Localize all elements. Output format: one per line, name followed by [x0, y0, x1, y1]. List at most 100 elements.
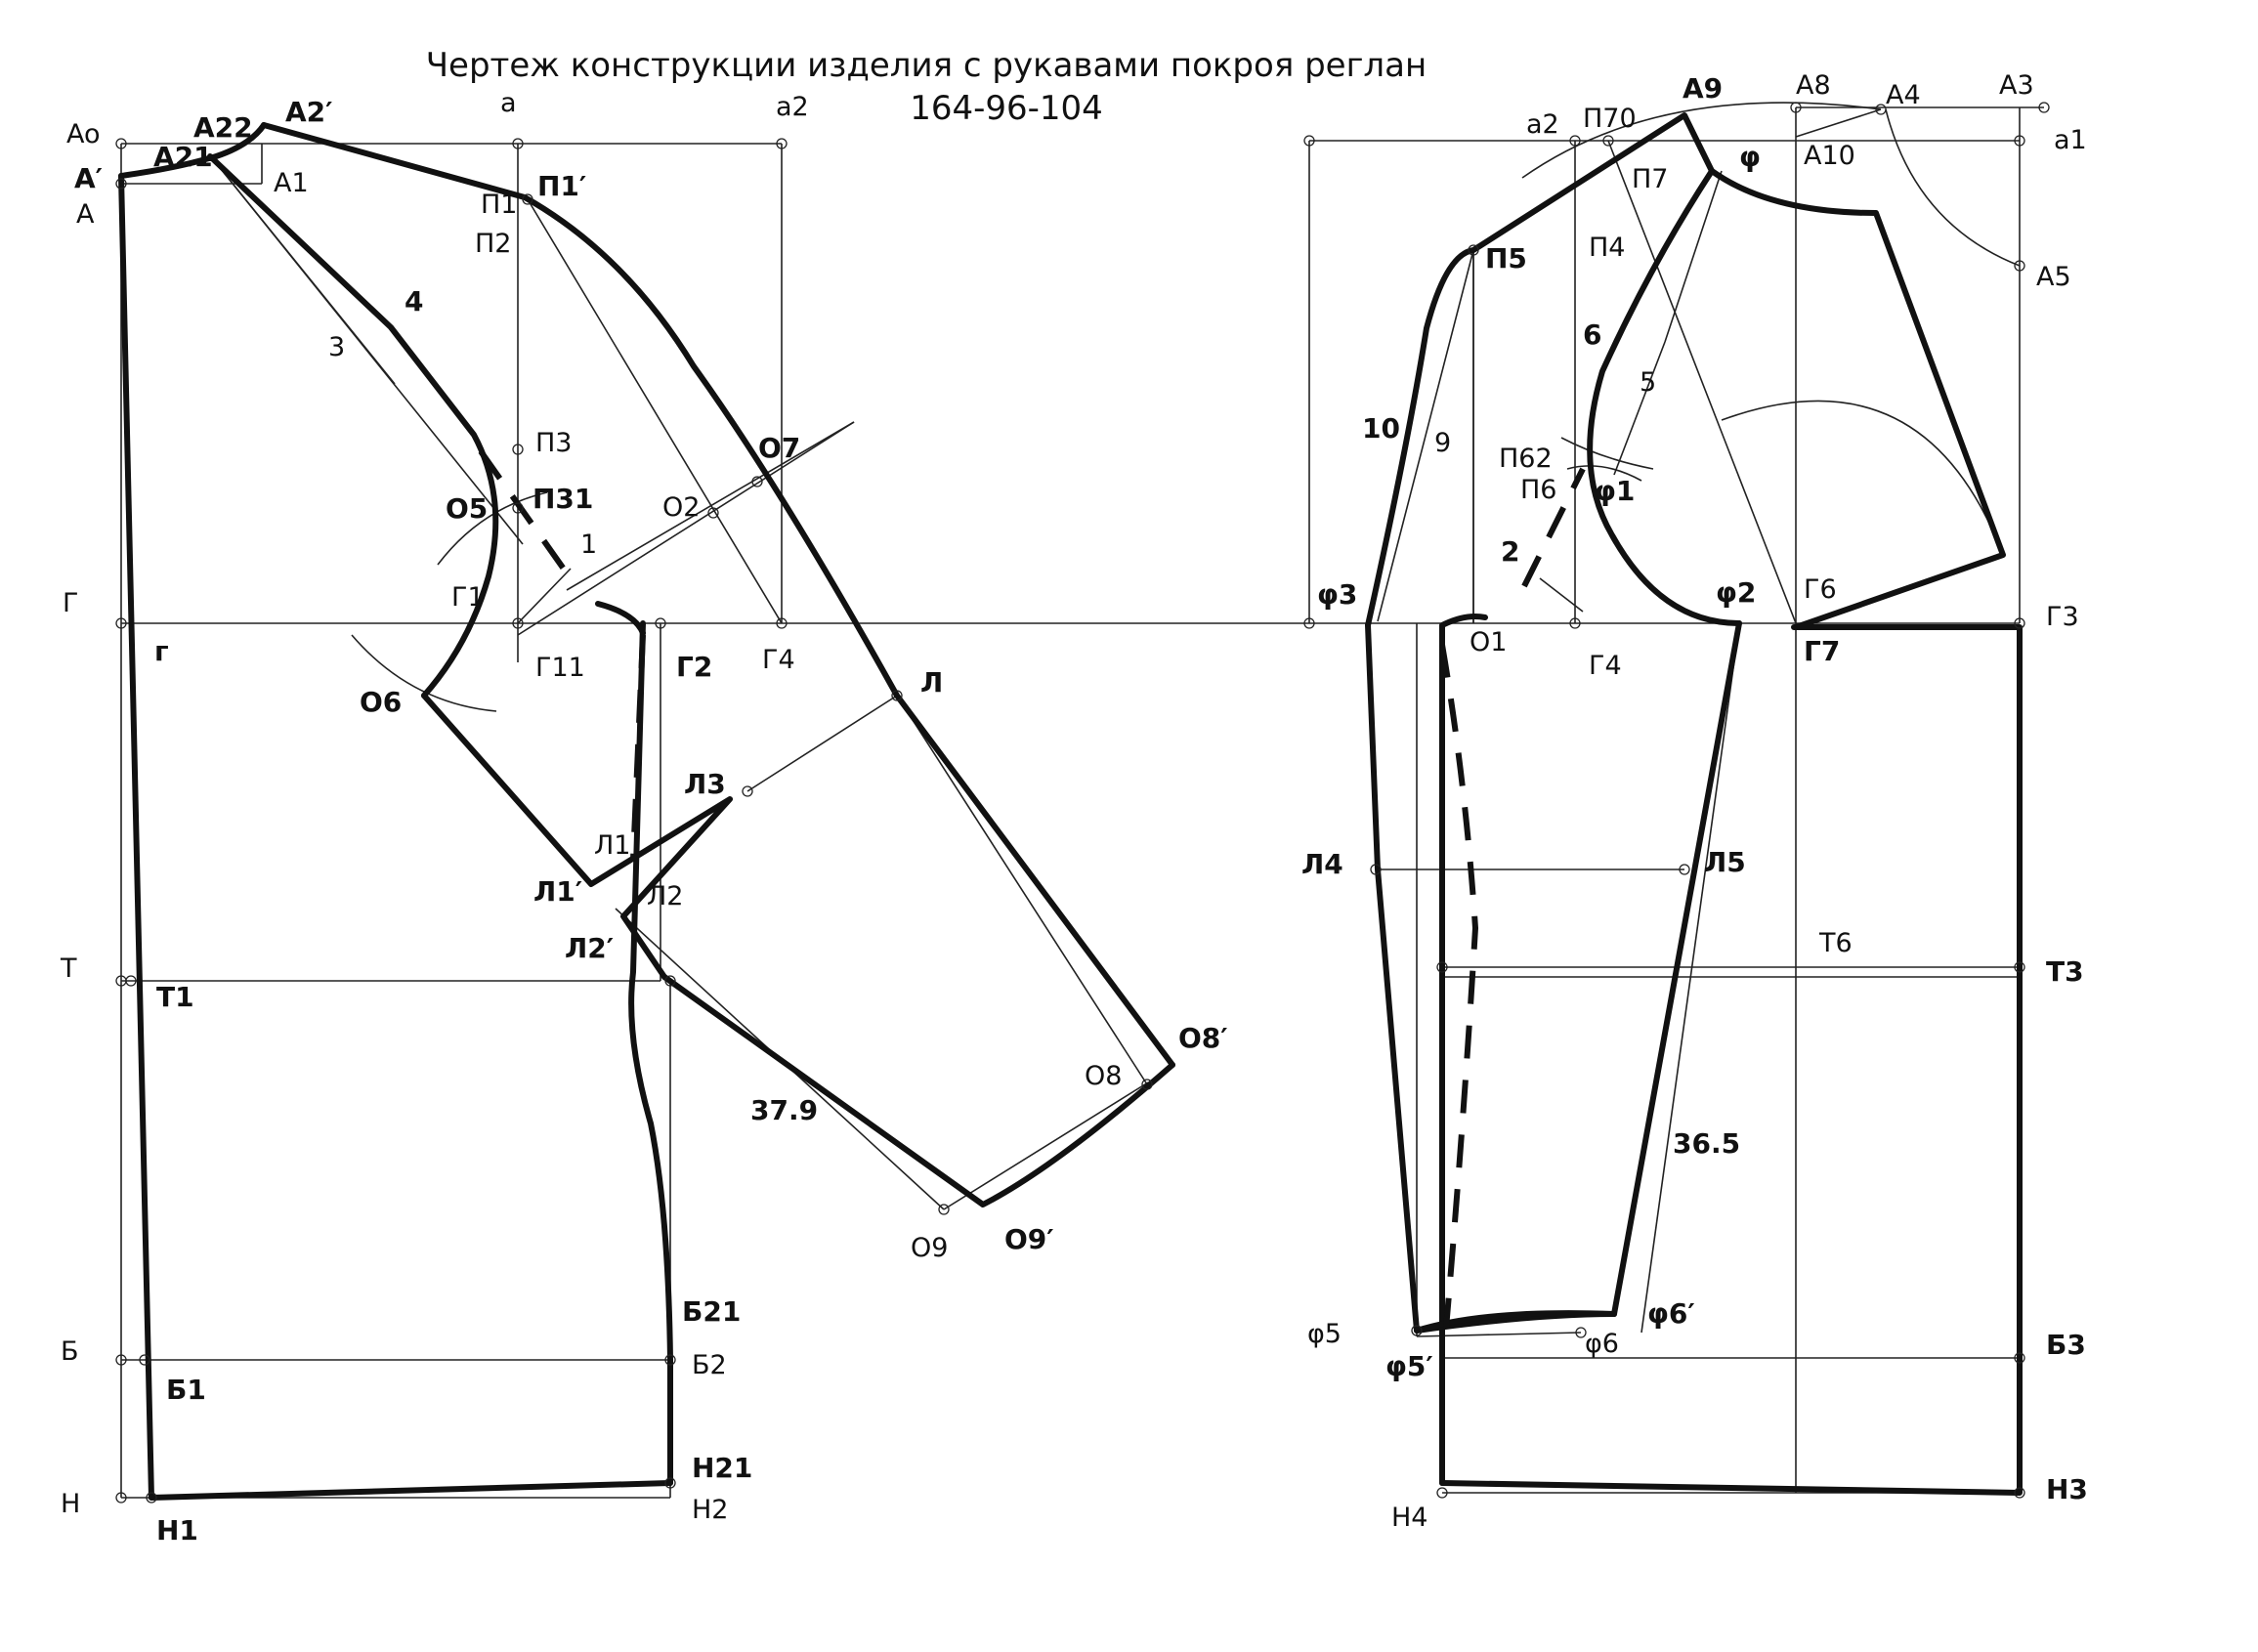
- label-A21: A21: [153, 141, 213, 173]
- front-shoulder: [1587, 168, 1742, 626]
- label-A-prime: A′: [74, 162, 103, 194]
- label-P7: П7: [1632, 164, 1668, 194]
- label-L1-prime: Л1′: [533, 875, 582, 908]
- label-37-9: 37.9: [750, 1094, 818, 1126]
- back-sleeve-cap: [261, 122, 1175, 1068]
- label-A2-prime: A2′: [285, 96, 333, 128]
- point-markers: [115, 102, 2050, 1504]
- label-H2: H2: [692, 1495, 728, 1525]
- label-P4: П4: [1589, 233, 1625, 263]
- label-G7: Г7: [1804, 635, 1840, 667]
- label-phi2: φ2: [1716, 576, 1756, 609]
- label-B2: Б2: [692, 1350, 727, 1380]
- label-phi6: φ6: [1585, 1329, 1619, 1359]
- label-G4-left: Г4: [762, 645, 795, 675]
- label-G4-right: Г4: [1589, 651, 1622, 681]
- label-3: 3: [328, 332, 345, 362]
- label-O8-prime: O8′: [1178, 1022, 1228, 1054]
- label-H1: H1: [156, 1514, 198, 1546]
- back-sleeve-underarm: [421, 693, 733, 980]
- label-phi1: φ1: [1595, 475, 1635, 507]
- label-6: 6: [1583, 318, 1601, 351]
- label-9: 9: [1434, 428, 1451, 458]
- label-1: 1: [580, 529, 597, 560]
- label-P3: П3: [535, 428, 572, 458]
- label-O9-prime: O9′: [1004, 1223, 1054, 1255]
- drawing-title: Чертеж конструкции изделия с рукавами по…: [426, 46, 1427, 85]
- label-A10: A10: [1804, 141, 1855, 171]
- label-phi3: φ3: [1317, 578, 1357, 611]
- label-phi6-prime: φ6′: [1647, 1297, 1695, 1330]
- label-A: A: [76, 199, 95, 230]
- label-P5: П5: [1485, 242, 1527, 275]
- label-O6: O6: [360, 686, 402, 718]
- label-T1: T1: [156, 981, 194, 1013]
- label-A5: A5: [2036, 262, 2071, 292]
- label-36-5: 36.5: [1673, 1127, 1740, 1160]
- front-labels: A9 A8 A4 A3 a2 П70 a1 A10 φ П7 П5 П4 A5 …: [1301, 70, 2088, 1533]
- label-H21: H21: [692, 1452, 752, 1484]
- label-L: Л: [920, 666, 943, 699]
- label-a: a: [500, 88, 517, 118]
- label-G-left: Г: [63, 588, 78, 618]
- label-P1-prime: П1′: [537, 170, 586, 202]
- label-a2-right: a2: [1526, 109, 1559, 140]
- label-L3: Л3: [684, 768, 726, 800]
- label-A8: A8: [1796, 70, 1831, 101]
- label-P6: П6: [1520, 475, 1556, 505]
- label-A1: A1: [274, 168, 309, 198]
- label-g-left: г: [154, 635, 169, 667]
- label-P70: П70: [1583, 104, 1637, 134]
- label-T6: T6: [1818, 928, 1853, 958]
- back-side-seam: [628, 620, 673, 1486]
- label-10: 10: [1362, 412, 1400, 445]
- label-G6: Г6: [1804, 574, 1837, 605]
- label-G11: Г11: [535, 653, 585, 683]
- back-neckline: [118, 155, 212, 179]
- label-phi5: φ5: [1307, 1319, 1342, 1349]
- back-sleeve-bottom: [661, 974, 1175, 1207]
- label-Ao: Ao: [66, 119, 101, 149]
- label-L2: Л2: [647, 881, 683, 911]
- label-O9: O9: [911, 1233, 948, 1263]
- label-P2: П2: [475, 229, 511, 259]
- label-B: Б: [61, 1336, 79, 1367]
- label-H3: H3: [2046, 1473, 2088, 1505]
- label-P62: П62: [1499, 444, 1553, 474]
- label-L4: Л4: [1301, 848, 1343, 880]
- label-phi: φ: [1739, 141, 1761, 173]
- label-a2-left: a2: [776, 92, 809, 122]
- back-hem: [149, 1480, 673, 1501]
- label-H4: H4: [1391, 1503, 1427, 1533]
- label-5: 5: [1640, 367, 1656, 398]
- label-L5: Л5: [1704, 846, 1746, 878]
- back-centre-line: [118, 173, 154, 1501]
- label-4: 4: [405, 285, 423, 318]
- label-B21: Б21: [682, 1295, 741, 1328]
- label-H: H: [61, 1489, 80, 1519]
- raglan-line-back: [207, 122, 267, 161]
- label-A9: A9: [1683, 72, 1723, 105]
- label-G3: Г3: [2046, 602, 2079, 632]
- label-P31: П31: [533, 483, 593, 515]
- label-a1: a1: [2054, 125, 2087, 155]
- label-G2: Г2: [676, 651, 712, 683]
- label-G1: Г1: [451, 582, 485, 613]
- front-sleeve-top: [1709, 168, 2006, 630]
- label-P1: П1: [481, 190, 517, 220]
- label-2: 2: [1501, 535, 1519, 568]
- label-B1: Б1: [166, 1374, 206, 1406]
- label-O8: O8: [1085, 1061, 1122, 1091]
- label-phi5-prime: φ5′: [1385, 1350, 1433, 1382]
- label-T3: T3: [2046, 955, 2084, 988]
- label-L1: Л1: [594, 830, 630, 861]
- label-A3: A3: [1999, 70, 2034, 101]
- label-O1: O1: [1470, 627, 1507, 657]
- back-labels: Ao A′ A A21 A22 A2′ A1 a a2 П1 П1′ П2 3 …: [60, 88, 1228, 1546]
- size-code: 164-96-104: [910, 89, 1103, 128]
- label-O2: O2: [662, 492, 700, 523]
- pattern-contours: [118, 112, 2023, 1501]
- label-L2-prime: Л2′: [565, 932, 614, 964]
- back-armhole: [207, 153, 499, 699]
